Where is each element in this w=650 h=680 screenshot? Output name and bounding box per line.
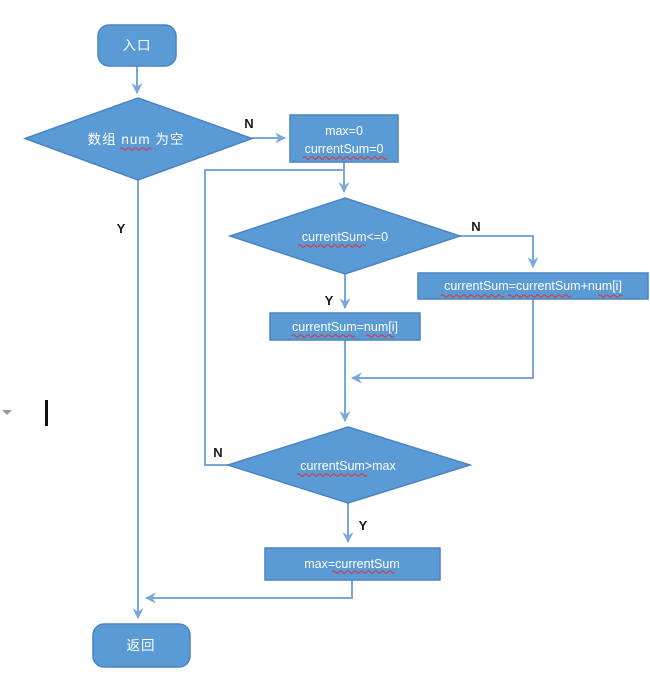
spellcheck-underline	[119, 147, 152, 151]
node-reset[interactable]: currentSum=num[i]	[269, 312, 421, 341]
label-check-sum-yes: Y	[325, 293, 334, 308]
label-check-sum-no: N	[471, 219, 480, 234]
update-max-process-shape[interactable]	[264, 547, 441, 581]
spellcheck-underline	[296, 473, 368, 477]
node-init[interactable]: max=0 currentSum=0	[289, 114, 399, 163]
edge-check-sum-no	[460, 235, 539, 269]
spellcheck-underline	[365, 334, 395, 338]
text-caret[interactable]	[45, 400, 48, 426]
cursor-artifact-icon	[2, 410, 12, 415]
node-check-sum[interactable]: currentSum<=0	[227, 197, 463, 275]
spellcheck-underline	[291, 334, 356, 338]
spellcheck-underline	[597, 294, 623, 298]
node-check-max[interactable]: currentSum>max	[225, 426, 473, 504]
spellcheck-underline	[331, 570, 396, 574]
init-label-line2: currentSum=0	[305, 142, 384, 156]
init-label-line1: max=0	[325, 124, 363, 138]
node-check-empty[interactable]: 数组 num 为空	[22, 97, 255, 181]
check-sum-label: currentSum<=0	[302, 230, 388, 244]
spellcheck-underline	[297, 244, 365, 248]
node-entry[interactable]: 入口	[97, 24, 177, 67]
label-check-empty-no: N	[244, 116, 253, 131]
connectors	[131, 66, 539, 620]
update-max-label: max=currentSum	[304, 557, 400, 571]
return-terminator-shape[interactable]	[92, 623, 191, 668]
return-label: 返回	[127, 638, 156, 653]
accumulate-label: currentSum=currentSum+num[i]	[444, 279, 622, 293]
check-max-label: currentSum>max	[300, 459, 396, 473]
check-sum-decision-shape[interactable]	[227, 197, 463, 275]
spellcheck-underline	[507, 294, 572, 298]
edge-loop-back	[204, 169, 343, 466]
spellcheck-underline	[440, 294, 505, 298]
reset-label: currentSum=num[i]	[292, 320, 398, 334]
node-return[interactable]: 返回	[92, 623, 191, 668]
entry-label: 入口	[123, 38, 152, 53]
label-check-max-no: N	[213, 445, 222, 460]
label-check-max-yes: Y	[359, 518, 368, 533]
node-accumulate[interactable]: currentSum=currentSum+num[i]	[417, 272, 649, 300]
edge-update-max-to-merge	[144, 580, 353, 604]
spellcheck-underlines	[119, 147, 623, 574]
edge-labels: N Y N Y N Y	[117, 116, 481, 533]
init-process-shape[interactable]	[289, 114, 399, 163]
check-max-decision-shape[interactable]	[225, 426, 473, 504]
spellcheck-underline	[302, 156, 388, 160]
check-empty-label: 数组 num 为空	[88, 132, 185, 147]
label-check-empty-yes: Y	[117, 221, 126, 236]
node-update-max[interactable]: max=currentSum	[264, 547, 441, 581]
entry-terminator-shape[interactable]	[97, 24, 177, 67]
check-empty-decision-shape[interactable]	[22, 97, 255, 181]
edge-accumulate-to-merge	[350, 299, 534, 384]
